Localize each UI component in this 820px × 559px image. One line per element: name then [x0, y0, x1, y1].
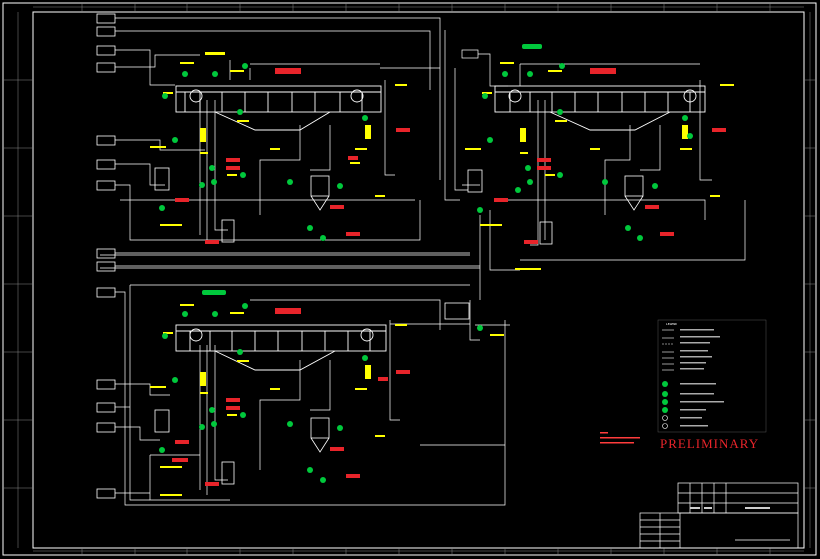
legend-block	[657, 319, 767, 433]
unit3-feed-boxes	[96, 248, 116, 499]
title-block	[639, 482, 799, 549]
unit2-tags	[465, 62, 734, 270]
unit3-tags	[150, 304, 504, 496]
title-block-fill	[690, 507, 770, 509]
preliminary-stamp: PRELIMINARY	[660, 436, 760, 451]
right-grid-ruler	[804, 12, 816, 548]
unit1-alarms	[175, 68, 410, 244]
unit1-tags	[150, 52, 407, 226]
unit3-instruments	[159, 303, 483, 483]
unit1-process-lines	[100, 17, 480, 269]
unit1-main-vessel	[175, 85, 382, 131]
unit3-flag	[202, 290, 226, 295]
unit2-main-vessel	[494, 85, 706, 131]
bottom-grid-ruler	[33, 548, 804, 555]
unit2-instruments	[477, 63, 693, 241]
left-grid-ruler	[3, 12, 33, 548]
unit1-instruments	[159, 63, 368, 241]
process-unit-2	[444, 30, 746, 300]
unit3-main-vessel	[175, 324, 387, 371]
unit3-process-lines	[115, 252, 510, 506]
unit3-alarms	[172, 308, 410, 486]
unit1-feed-boxes	[96, 13, 116, 191]
unit1-tanks	[154, 167, 330, 243]
drawing-inner-border	[32, 11, 805, 549]
process-unit-3	[96, 248, 510, 506]
unit3-tanks	[154, 302, 470, 485]
unit2-flag	[522, 44, 542, 49]
process-unit-1	[96, 13, 480, 269]
unit2-tanks	[467, 169, 644, 245]
top-grid-ruler	[33, 3, 804, 12]
unit2-alarms	[494, 68, 726, 244]
revision-notes	[600, 432, 640, 444]
legend-title: LEGEND	[666, 322, 677, 326]
unit2-process-lines	[444, 30, 746, 300]
